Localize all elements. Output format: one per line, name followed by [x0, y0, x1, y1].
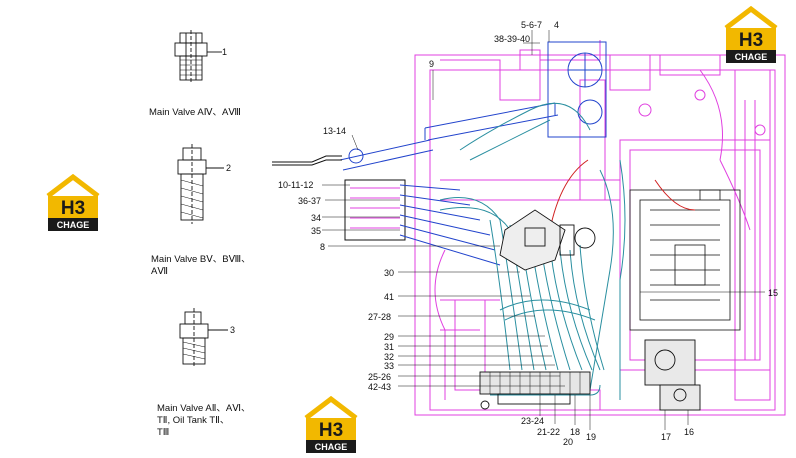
fitting-3-drawing: [179, 308, 228, 368]
logo-left-subtext: CHAGE: [57, 220, 90, 230]
part-label-10-11-12: 10-11-12: [278, 180, 314, 190]
fitting-label-3: 3: [230, 325, 236, 335]
machine-frame: [414, 40, 786, 416]
valve-3-caption-line3: TⅢ: [157, 427, 170, 438]
part-label-32: 32: [384, 352, 395, 362]
h3-logo-left: H3 CHAGE: [46, 174, 100, 231]
manifold-block: [479, 371, 591, 410]
fitting-2-drawing: [177, 144, 224, 224]
part-label-36-37: 36-37: [298, 196, 322, 206]
logo-bottom-text: H3: [319, 420, 343, 441]
valve-3-caption-line1: Main Valve AⅡ、AⅥ、: [157, 403, 251, 414]
h3-logo-bottom: H3 CHAGE: [304, 396, 358, 453]
logo-left-text: H3: [61, 198, 85, 219]
fitting-1-drawing: [174, 30, 222, 84]
part-label-33: 33: [384, 361, 395, 371]
fitting-label-1: 1: [222, 47, 228, 57]
part-label-34: 34: [311, 213, 322, 223]
part-label-4: 4: [554, 20, 560, 30]
part-label-29: 29: [384, 332, 395, 342]
part-label-9: 9: [429, 59, 435, 69]
part-label-21-22: 21-22: [537, 427, 561, 437]
part-label-23-24: 23-24: [521, 416, 545, 426]
part-label-38-39-40: 38-39-40: [494, 34, 531, 44]
part-label-31: 31: [384, 342, 395, 352]
leader-lines: [322, 30, 765, 430]
part-label-15: 15: [768, 288, 779, 298]
valve-1-caption: Main Valve AⅣ、AⅧ: [149, 107, 241, 118]
logo-top-right-subtext: CHAGE: [735, 52, 768, 62]
valve-block-right: [629, 189, 741, 331]
part-label-19: 19: [586, 432, 597, 442]
part-label-27-28: 27-28: [368, 312, 392, 322]
part-label-41: 41: [384, 292, 395, 302]
part-label-18: 18: [570, 427, 581, 437]
logo-top-right-text: H3: [739, 30, 763, 51]
part-label-16: 16: [684, 427, 695, 437]
valve-2-caption-line1: Main Valve BⅤ、BⅧ、: [151, 254, 251, 265]
h3-logo-top-right: H3 CHAGE: [724, 6, 778, 63]
part-label-25-26: 25-26: [368, 372, 392, 382]
valve-3-caption-line2: TⅡ, Oil Tank TⅡ、: [157, 415, 230, 426]
logo-bottom-subtext: CHAGE: [315, 442, 348, 452]
valve-2-caption-line2: AⅦ: [151, 266, 168, 277]
part-label-17: 17: [661, 432, 672, 442]
oil-tank: [272, 41, 607, 266]
part-label-20: 20: [563, 437, 574, 447]
fitting-label-2: 2: [226, 163, 232, 173]
pump-unit: [644, 339, 701, 411]
part-label-5-6-7: 5-6-7: [521, 20, 543, 30]
part-label-30: 30: [384, 268, 395, 278]
part-label-13-14: 13-14: [323, 126, 347, 136]
part-label-35: 35: [311, 226, 322, 236]
part-label-8: 8: [320, 242, 326, 252]
part-label-42-43: 42-43: [368, 382, 392, 392]
center-valve: [499, 209, 596, 271]
